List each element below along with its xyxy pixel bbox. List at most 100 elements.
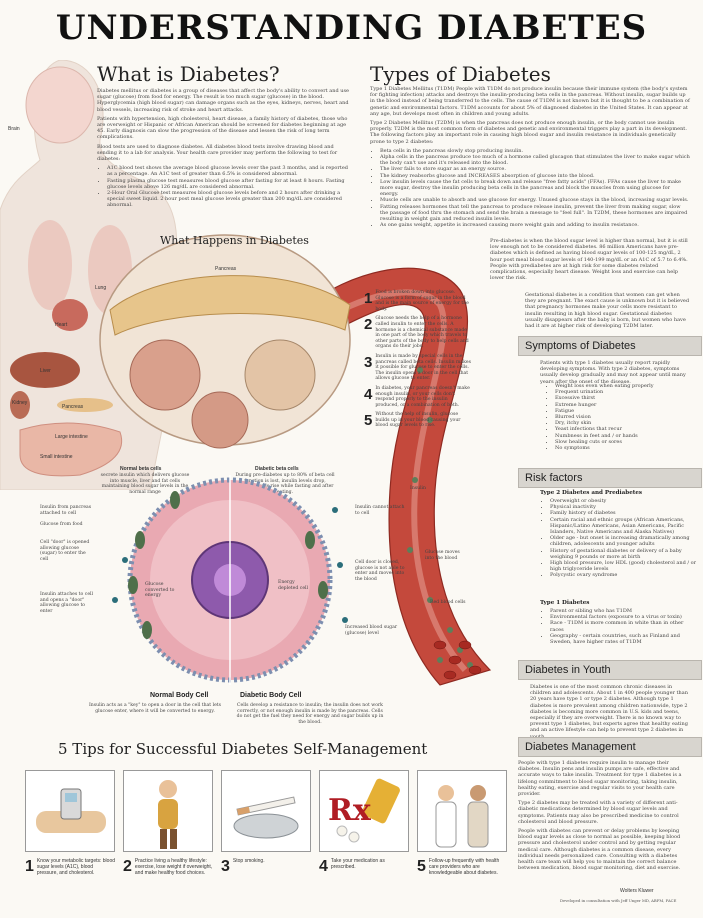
tip-item-4: 4 Take your medication as prescribed. <box>319 858 409 876</box>
type2-point: The liver fails to store sugar as an ene… <box>380 166 690 172</box>
test-item: 2-Hour Oral Glucose test measures blood … <box>107 190 355 209</box>
tip-item-5: 5 Follow-up frequently with health care … <box>417 858 507 876</box>
type2-point: Fatting releases hormones that tell the … <box>380 204 690 223</box>
organ-label-small-intestine: Small intestine <box>40 454 73 460</box>
cell-label-insulin-cannot: Insulin cannot attach to cell <box>355 505 405 516</box>
tip-text: Stop smoking. <box>232 858 265 864</box>
step-number: 1 <box>364 290 373 307</box>
risk-item: Geography - certain countries, such as F… <box>550 633 698 645</box>
risk-item: Parent or sibling who has T1DM <box>550 608 698 614</box>
organ-label-kidney: Kidney <box>12 400 28 406</box>
management-paragraph: People with diabetes can prevent or dela… <box>518 828 681 872</box>
tip-item-3: 3 Stop smoking. <box>221 858 311 876</box>
type2-point: Alpha cells in the pancreas produce too … <box>380 154 690 166</box>
insulin-receptors <box>128 491 328 639</box>
step-text: Insulin is made by special cells in the … <box>375 353 472 382</box>
step-number: 3 <box>364 353 373 371</box>
pancreas-label: Pancreas <box>215 266 237 272</box>
red-blood-cell-shapes <box>433 640 482 680</box>
organ-label-large-intestine: Large intestine <box>55 434 88 440</box>
tip-item-2: 2 Practice living a healthy lifestyle: e… <box>123 858 213 876</box>
normal-cell-title: Normal Body Cell <box>150 692 209 699</box>
organ-label-brain: Brain <box>8 126 20 132</box>
prescription-icon <box>336 778 400 843</box>
step-number: 5 <box>364 412 373 430</box>
risk-item: Environmental factors (exposure to a vir… <box>550 614 698 620</box>
step-text: Without the help of insulin, glucose bui… <box>375 412 461 429</box>
happens-heading: What Happens in Diabetes <box>160 234 309 247</box>
prediabetes-text: Pre-diabetes is when the blood sugar lev… <box>490 238 688 282</box>
tip-text: Follow-up frequently with health care pr… <box>428 858 500 876</box>
cell-label-increased-sugar: Increased blood sugar (glucose) level <box>345 625 398 636</box>
management-paragraph: People with type 1 diabetes require insu… <box>518 760 682 798</box>
what-is-text: Diabetes mellitus or diabetes is a group… <box>97 88 355 209</box>
risk-item: Race - T1DM is more common in white than… <box>550 620 698 632</box>
diabetic-beta-desc: During pre-diabetes up to 80% of beta ce… <box>235 473 335 495</box>
diabetic-cell-desc: Cells develop a resistance to insulin; t… <box>236 703 384 725</box>
step-item: 2 Glucose needs the help of a hormone ca… <box>364 316 472 350</box>
symptom-item: Slow healing cuts or sores <box>555 439 700 445</box>
normal-beta-label: Normal beta cells <box>120 466 162 472</box>
pancreas-shape <box>57 398 113 412</box>
exercise-icon <box>158 780 178 849</box>
risk-item: Older age - but onset is increasing dram… <box>550 535 698 547</box>
cell-label-insulin: Insulin <box>410 486 426 491</box>
step-item: 3 Insulin is made by special cells in th… <box>364 354 472 382</box>
glucose-particles <box>407 367 473 668</box>
tips-row: Rx 1 Know your metabolic targets: blood … <box>25 770 511 902</box>
diabetic-beta-label: Diabetic beta cells <box>255 466 299 472</box>
cell-label-glucose-food: Glucose from food <box>40 522 83 527</box>
what-is-paragraph: Diabetes mellitus or diabetes is a group… <box>97 88 349 113</box>
tip-number: 1 <box>25 858 34 875</box>
gestational-text: Gestational diabetes is a condition that… <box>525 292 690 330</box>
cell-label-insulin-attaches: Insulin attaches to cell and opens a "do… <box>40 592 93 614</box>
tip-number: 5 <box>417 858 426 875</box>
cell-label-door-open: Cell "door" is opened allowing glucose (… <box>40 540 90 562</box>
tip-item-1: 1 Know your metabolic targets: blood sug… <box>25 858 115 876</box>
symptoms-intro: Patients with type 1 diabetes usually re… <box>540 360 686 385</box>
symptom-item: Excessive thirst <box>555 395 700 401</box>
page-title: UNDERSTANDING DIABETES <box>55 8 648 48</box>
risk-t1-heading: Type 1 Diabetes <box>540 600 590 606</box>
symptom-item: Yeast infections that recur <box>555 426 700 432</box>
risk-item: Polycystic ovary syndrome <box>550 572 698 578</box>
type2-point: Low insulin levels cause the fat cells t… <box>380 179 690 198</box>
risk-item: Certain racial and ethnic groups (Africa… <box>550 517 698 536</box>
test-item: Fasting plasma glucose test measures blo… <box>107 178 355 190</box>
symptom-item: Extreme hunger <box>555 402 700 408</box>
risk-item: History of gestational diabetes or deliv… <box>550 548 698 560</box>
tip-number: 3 <box>221 858 230 875</box>
organ-label-liver: Liver <box>40 368 51 374</box>
no-smoking-icon <box>233 796 299 839</box>
diabetic-cell-title: Diabetic Body Cell <box>240 692 302 699</box>
tip-image-3 <box>221 770 311 852</box>
footer-credit: Developed in consultation with Jeff Unge… <box>560 898 677 903</box>
step-number: 4 <box>364 385 373 403</box>
normal-beta-desc: secrete insulin which delivers glucose i… <box>100 473 190 495</box>
type2-point: Muscle cells are unable to absorb and us… <box>380 197 690 203</box>
risk-item: Family history of diabetes <box>550 510 698 516</box>
step-number: 2 <box>364 316 373 334</box>
glucose-meter-icon <box>36 788 106 833</box>
intestine-shape <box>19 422 122 477</box>
management-text: People with type 1 diabetes require insu… <box>518 760 693 874</box>
tip-image-1 <box>25 770 115 852</box>
type2-point: The kidney reabsorbs glucose and INCREAS… <box>380 173 690 179</box>
youth-heading: Diabetes in Youth <box>518 660 702 680</box>
symptom-item: Fatigue <box>555 408 700 414</box>
type2-point: As one gains weight, appetite is increas… <box>380 222 690 228</box>
types-heading: Types of Diabetes <box>370 62 551 86</box>
symptoms-heading: Symptoms of Diabetes <box>518 336 702 356</box>
tip-image-4: Rx <box>319 770 409 852</box>
publisher-logo: Wolters Kluwer <box>620 888 654 894</box>
step-item: 5 Without the help of insulin, glucose b… <box>364 412 472 429</box>
risk-t2-list: Overweight or obesity Physical inactivit… <box>540 498 698 579</box>
symptom-item: Frequent urination <box>555 389 700 395</box>
cell-label-insulin-attached: Insulin from pancreas attached to cell <box>40 505 92 516</box>
step-item: 1 Food is broken down into glucose. Gluc… <box>364 290 472 312</box>
normal-cell-desc: Insulin acts as a "key" to open a door i… <box>88 703 221 714</box>
what-is-heading: What is Diabetes? <box>97 62 280 86</box>
cell-label-glucose-moves: Glucose moves into the blood <box>425 550 460 561</box>
youth-text: Diabetes is one of the most common chron… <box>530 684 688 740</box>
management-heading: Diabetes Management <box>518 737 702 757</box>
